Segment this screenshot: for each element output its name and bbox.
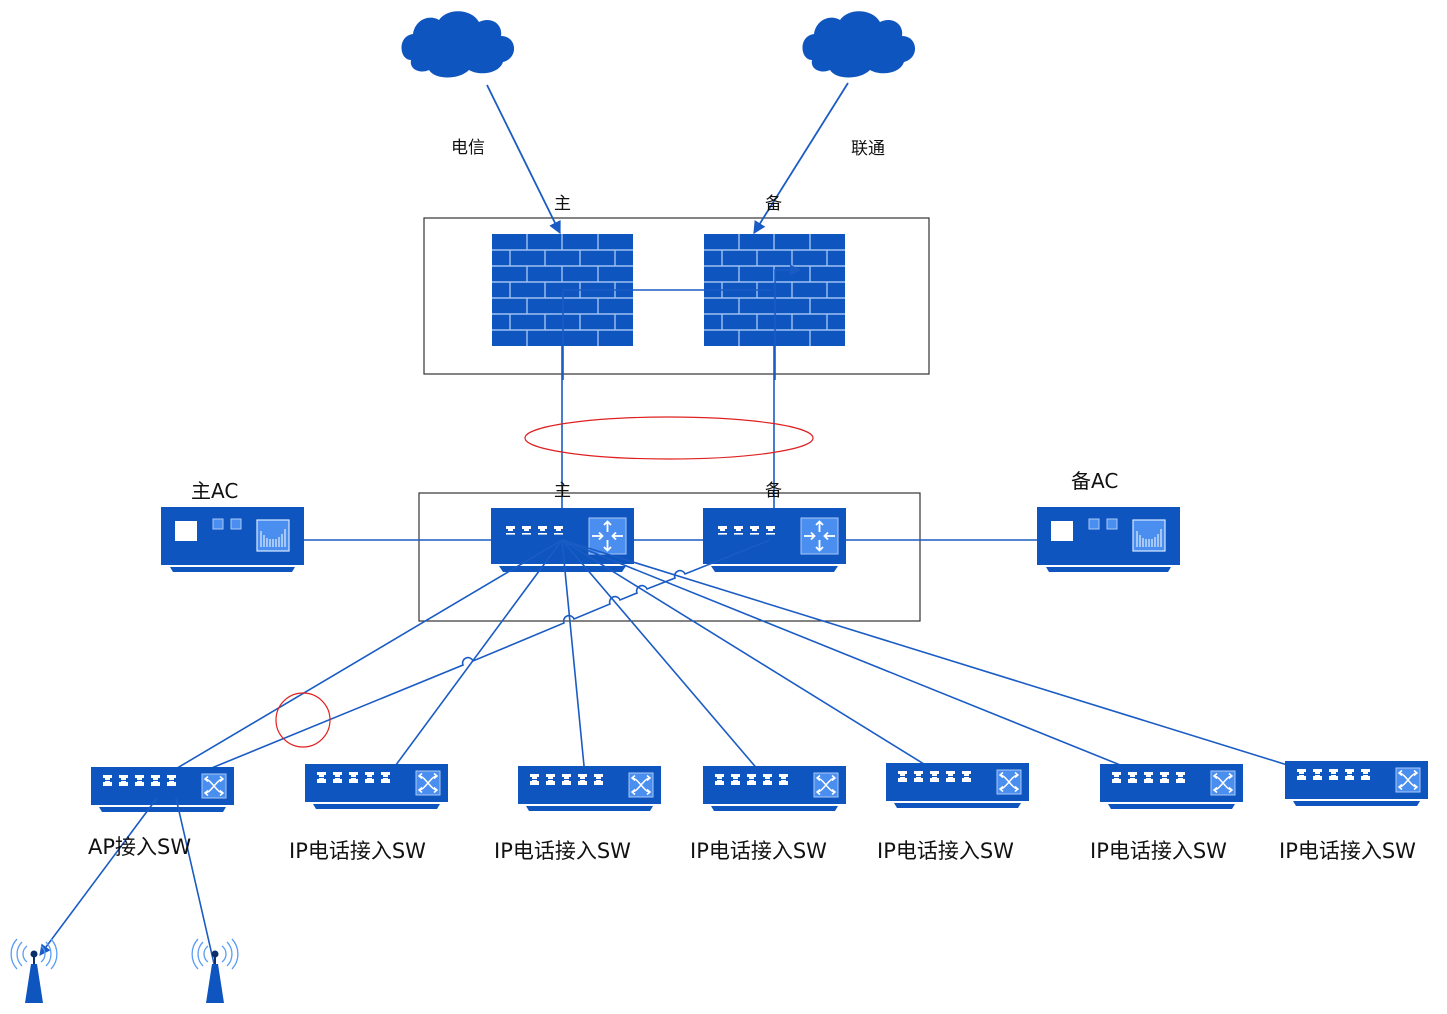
downlink-ap-sw bbox=[156, 539, 563, 781]
ap-1-icon[interactable] bbox=[10, 938, 58, 1004]
isp-telecom-cloud-icon bbox=[401, 11, 515, 78]
firewall-backup-link bbox=[774, 264, 802, 380]
isp-telecom-label: 电信 bbox=[451, 138, 485, 158]
ip-phone-sw-3-icon[interactable] bbox=[703, 766, 846, 811]
ap-2-link bbox=[175, 797, 216, 969]
ac-backup-icon[interactable] bbox=[1036, 506, 1181, 573]
core-switch-backup-role: 备 bbox=[765, 481, 782, 501]
isp-unicom-label: 联通 bbox=[851, 139, 885, 159]
firewall-primary-role: 主 bbox=[554, 194, 571, 214]
firewall-group-box bbox=[423, 217, 930, 375]
ip-phone-sw-4-icon[interactable] bbox=[886, 763, 1029, 808]
core-downlinks bbox=[156, 539, 1311, 784]
ip-phone-sw-1-label: IP电话接入SW bbox=[289, 839, 426, 863]
ap-access-sw-icon[interactable] bbox=[91, 767, 234, 812]
core-switch-primary-role: 主 bbox=[554, 481, 571, 501]
isp-unicom-cloud-icon bbox=[802, 11, 916, 78]
stack-link-ellipse bbox=[524, 416, 814, 460]
downlink-ip-sw-2 bbox=[561, 539, 586, 777]
core-group-box bbox=[418, 492, 921, 622]
ip-phone-sw-2-icon[interactable] bbox=[518, 766, 661, 811]
downlink-ip-sw-1 bbox=[389, 539, 563, 774]
downlink-ip-sw-4 bbox=[561, 539, 933, 770]
firewall-ha-link bbox=[562, 289, 772, 380]
ac-primary-icon[interactable] bbox=[160, 506, 305, 573]
ip-phone-sw-4-label: IP电话接入SW bbox=[877, 839, 1014, 863]
firewall-backup-role: 备 bbox=[765, 194, 782, 214]
ip-phone-sw-5-label: IP电话接入SW bbox=[1090, 839, 1227, 863]
ip-phone-sw-6-label: IP电话接入SW bbox=[1279, 839, 1416, 863]
backup-downlink-ap-sw bbox=[174, 539, 771, 784]
downlink-ip-sw-6 bbox=[561, 539, 1311, 773]
downlink-ip-sw-5 bbox=[561, 539, 1146, 776]
ip-phone-sw-3-label: IP电话接入SW bbox=[690, 839, 827, 863]
core-switch-backup-icon[interactable] bbox=[703, 508, 846, 572]
ip-phone-sw-1-icon[interactable] bbox=[305, 764, 448, 809]
ap-access-sw-label: AP接入SW bbox=[88, 835, 192, 859]
ip-phone-sw-2-label: IP电话接入SW bbox=[494, 839, 631, 863]
ip-phone-sw-6-icon[interactable] bbox=[1285, 761, 1428, 806]
telecom-uplink bbox=[486, 84, 561, 235]
ap-1-link bbox=[39, 797, 158, 956]
ap-2-icon[interactable] bbox=[191, 938, 239, 1004]
ip-phone-sw-5-icon[interactable] bbox=[1100, 764, 1243, 809]
dual-uplink-circle bbox=[275, 692, 331, 748]
downlink-ip-sw-3 bbox=[561, 539, 766, 779]
ac-backup-label: 备AC bbox=[1071, 469, 1119, 493]
unicom-uplink bbox=[753, 82, 849, 235]
ac-primary-label: 主AC bbox=[191, 479, 239, 503]
